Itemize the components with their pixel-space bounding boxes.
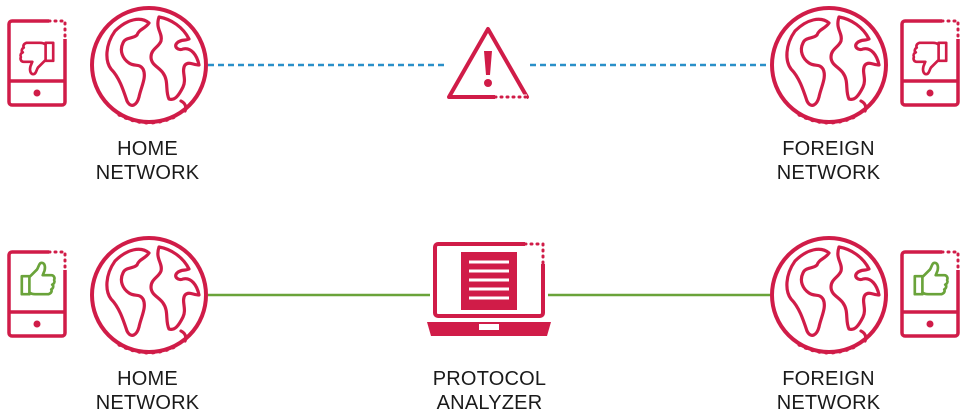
globe-icon	[90, 236, 208, 355]
thumbs-down-icon	[19, 41, 55, 76]
home-network-label: HOME NETWORK	[95, 368, 200, 414]
link-dashed-left	[208, 63, 448, 67]
protocol-analyzer-label: PROTOCOL ANALYZER	[432, 368, 547, 414]
mobile-device-icon	[900, 19, 962, 109]
link-solid-right	[548, 293, 770, 297]
foreign-network-label: FOREIGN NETWORK	[776, 368, 881, 414]
mobile-device-icon	[7, 250, 69, 340]
mobile-device-icon	[7, 19, 69, 109]
globe-icon	[770, 236, 888, 355]
laptop-icon	[427, 241, 551, 336]
thumbs-up-icon	[20, 261, 56, 296]
link-dashed-right	[530, 63, 770, 67]
link-solid-left	[208, 293, 430, 297]
foreign-network-label: FOREIGN NETWORK	[776, 138, 881, 184]
home-network-label: HOME NETWORK	[95, 138, 200, 184]
thumbs-down-icon	[912, 41, 948, 76]
globe-icon	[90, 6, 208, 125]
warning-triangle-icon	[447, 27, 529, 100]
globe-icon	[770, 6, 888, 125]
mobile-device-icon	[900, 250, 962, 340]
thumbs-up-icon	[913, 261, 949, 296]
